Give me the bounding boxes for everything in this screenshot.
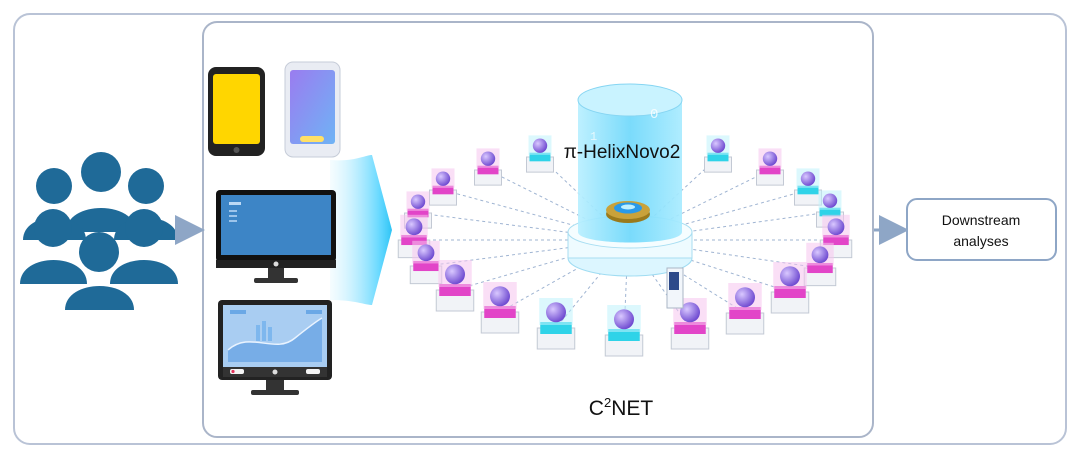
users-group-icon [20,152,178,310]
network-label-rest: NET [611,397,653,420]
central-server-tower: 0 1 [567,83,693,277]
compute-node [803,242,837,287]
downstream-label-line2: analyses [953,233,1008,249]
downstream-label-line1: Downstream [942,212,1021,228]
connection-line [627,239,791,293]
svg-text:0: 0 [650,107,658,123]
compute-node [536,298,576,350]
compute-node [725,283,765,335]
operator-figure-icon [666,267,684,309]
outer-frame [13,13,1067,445]
compute-node [480,282,520,334]
compute-node [670,298,710,350]
center-title: π-HelixNovo2 [564,142,681,163]
connection-line [627,239,746,314]
connection-line [627,211,831,241]
smartphone-yellow-icon [208,67,265,156]
compute-node [604,305,644,357]
connection-line [417,212,629,241]
compute-node [704,135,732,173]
network-label: C2NET [589,395,654,420]
data-beam [330,155,392,305]
compute-node [756,148,784,186]
compute-node [429,168,457,206]
compute-node [526,135,554,173]
analytics-monitor-icon [218,300,332,395]
svg-text:1: 1 [590,130,597,144]
network-label-sup: 2 [604,395,611,410]
network-label-base: C [589,397,604,420]
compute-node [770,262,810,314]
compute-node [435,260,475,312]
desktop-monitor-icon [216,190,336,283]
compute-node [474,148,502,186]
compute-node [409,240,443,285]
compute-node [794,168,822,206]
downstream-analyses-box [906,198,1057,261]
compute-node-ring [397,135,853,357]
smartphone-white-icon [284,61,341,158]
